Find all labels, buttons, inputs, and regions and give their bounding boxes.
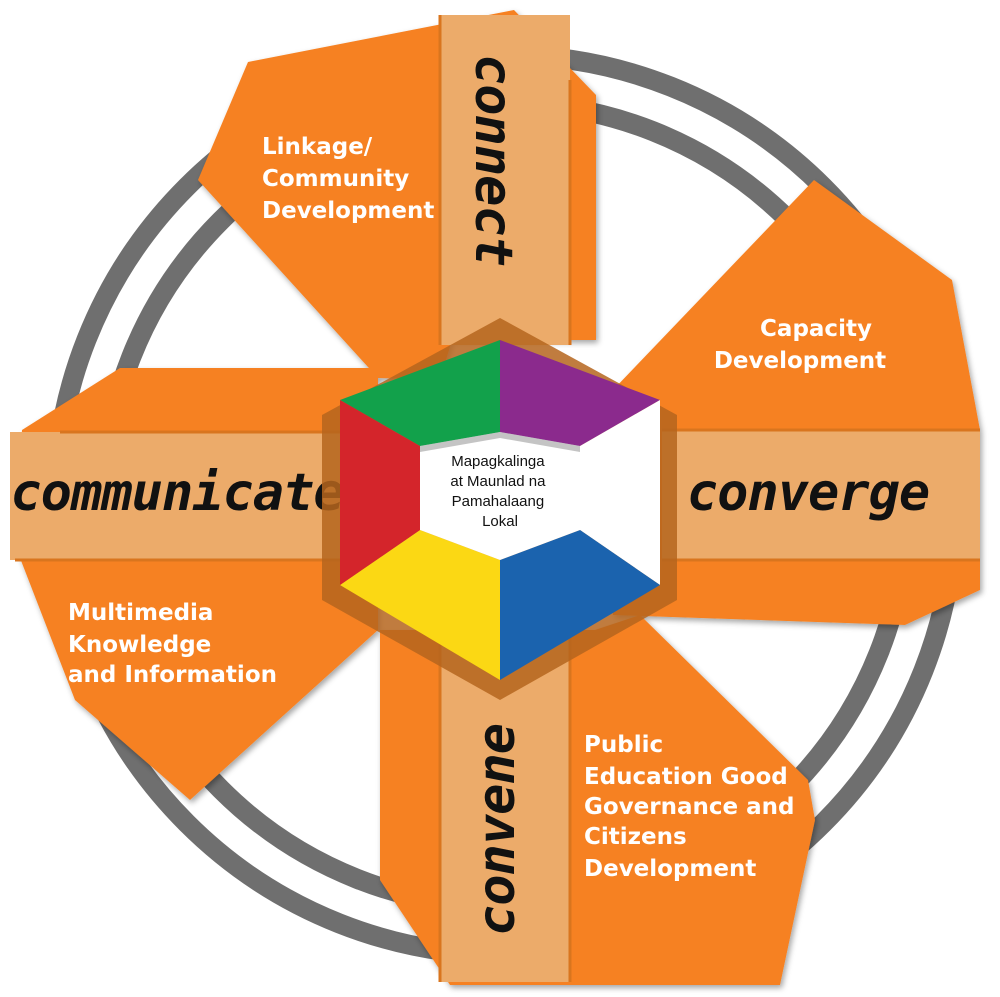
hex-segment-green — [340, 340, 500, 460]
hex-segment-white — [580, 400, 660, 585]
segment-label-linkage: Linkage/ Community Development — [262, 134, 434, 224]
hex-segment-yellow — [340, 530, 500, 680]
hex-segment-purple — [500, 340, 660, 460]
band-word-right: converge — [687, 463, 929, 523]
band-right — [662, 430, 980, 560]
band-word-top: connect — [463, 54, 523, 266]
hex-segment-red — [340, 400, 420, 585]
segment-label-capacity: Capacity Development — [714, 316, 886, 374]
hex-segment-blue — [500, 530, 660, 680]
segment-label-multimedia: Multimedia Knowledge and Information — [68, 600, 277, 688]
band-word-bottom: convene — [467, 724, 527, 936]
center-title: Mapagkalinga at Maunlad na Pamahalaang L… — [450, 453, 549, 530]
band-word-left: communicate — [10, 463, 343, 523]
segment-label-public-education: Public Education Good Governance and Cit… — [584, 732, 803, 882]
band-top — [440, 15, 570, 345]
band-left — [10, 432, 350, 560]
center-hex-core — [420, 432, 580, 560]
center-hexagon — [322, 318, 677, 700]
